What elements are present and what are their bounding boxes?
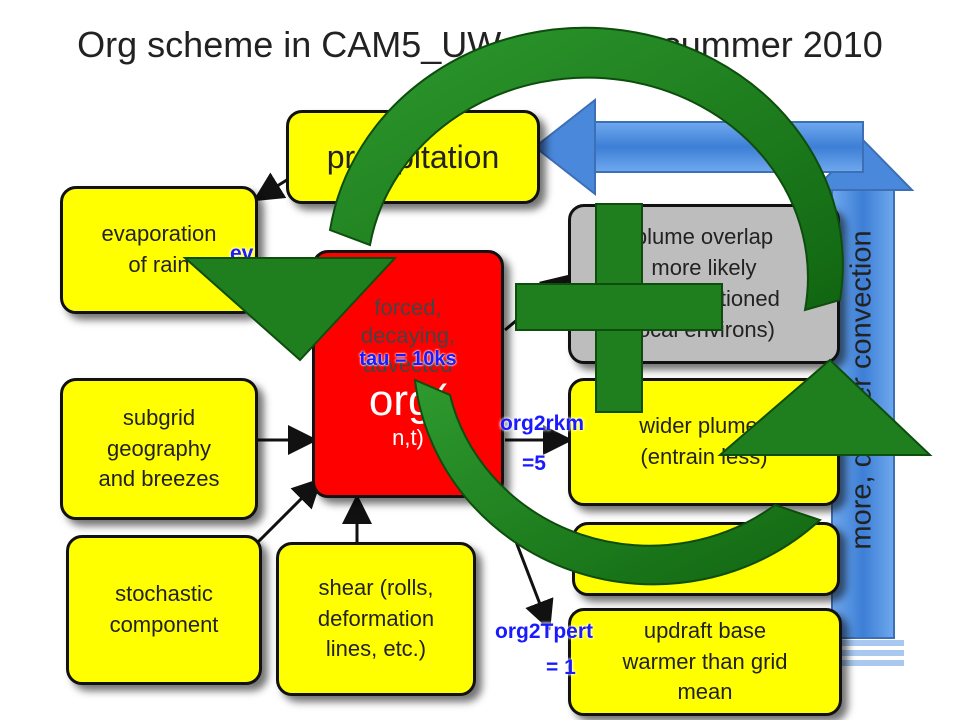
node-shear: shear (rolls, deformation lines, etc.) <box>276 542 476 696</box>
org-args: n,t) <box>392 425 424 451</box>
green-arc-upper <box>328 26 844 312</box>
arrow-precip-to-evap <box>252 172 291 202</box>
org-tau-label: tau = 10ks <box>359 348 457 371</box>
label-org2tpert: org2Tpert <box>495 620 594 643</box>
node-subgrid: subgrid geography and breezes <box>60 378 258 520</box>
label-org2rkm: org2rkm <box>500 412 585 435</box>
org-description: forced, decaying, advected <box>360 294 456 377</box>
node-updraft: updraft base warmer than grid mean <box>568 608 842 716</box>
node-stochastic: stochastic component <box>66 535 262 685</box>
green-arrowhead-left <box>182 257 398 362</box>
label-org2rkm-value: =5 <box>522 452 546 475</box>
label-org2tpert-value: = 1 <box>546 656 576 679</box>
green-arrowhead-right <box>717 358 933 456</box>
arrow-stochastic-to-org <box>253 477 323 547</box>
green-arc-lower <box>413 378 822 586</box>
plus-horizontal <box>515 283 723 331</box>
